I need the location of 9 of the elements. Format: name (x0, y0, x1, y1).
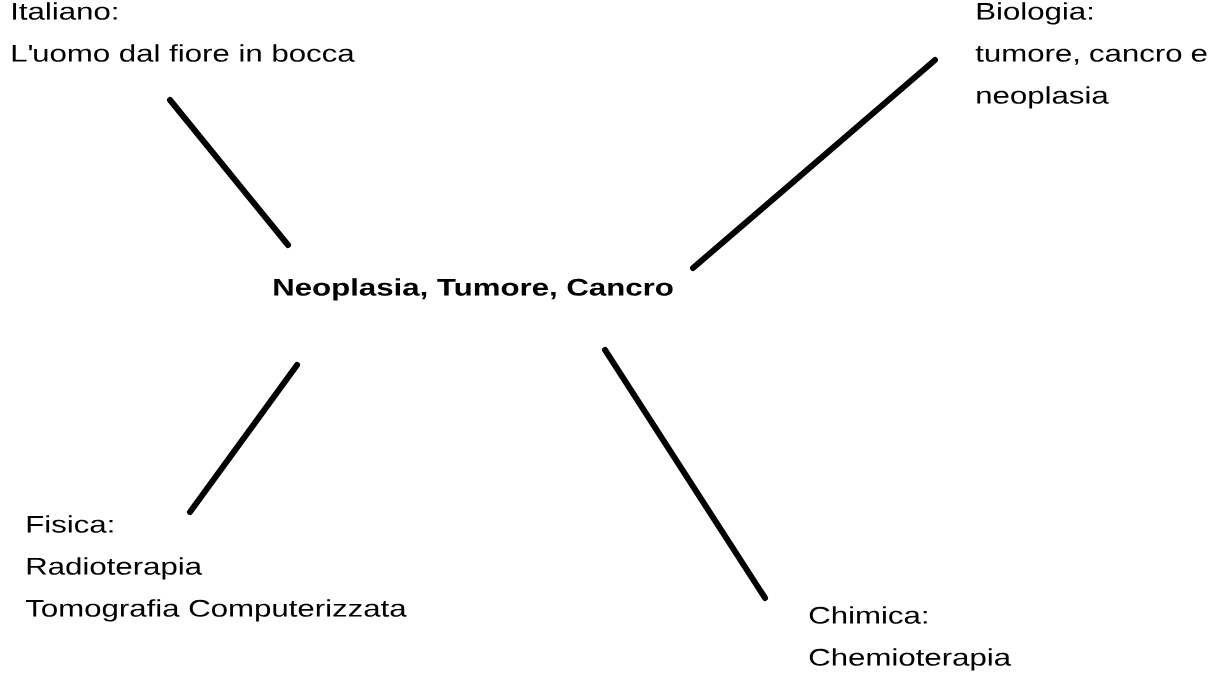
topic-text: Fisica: Radioterapia Tomografia Computerizzata (25, 515, 407, 622)
topic-text: Italiano: L'uomo dal fiore in bocca (12, 2, 355, 62)
topic-text: Chimica: Chemioterapia (809, 606, 1012, 671)
topic-text: Biologia: tumore, cancro e neoplasia (975, 2, 1207, 109)
connector-line (167, 97, 291, 248)
connector-line (602, 347, 768, 601)
connector-line (187, 362, 300, 515)
topic-title: Neoplasia, Tumore, Cancro (274, 278, 673, 301)
connector-line (690, 57, 938, 271)
